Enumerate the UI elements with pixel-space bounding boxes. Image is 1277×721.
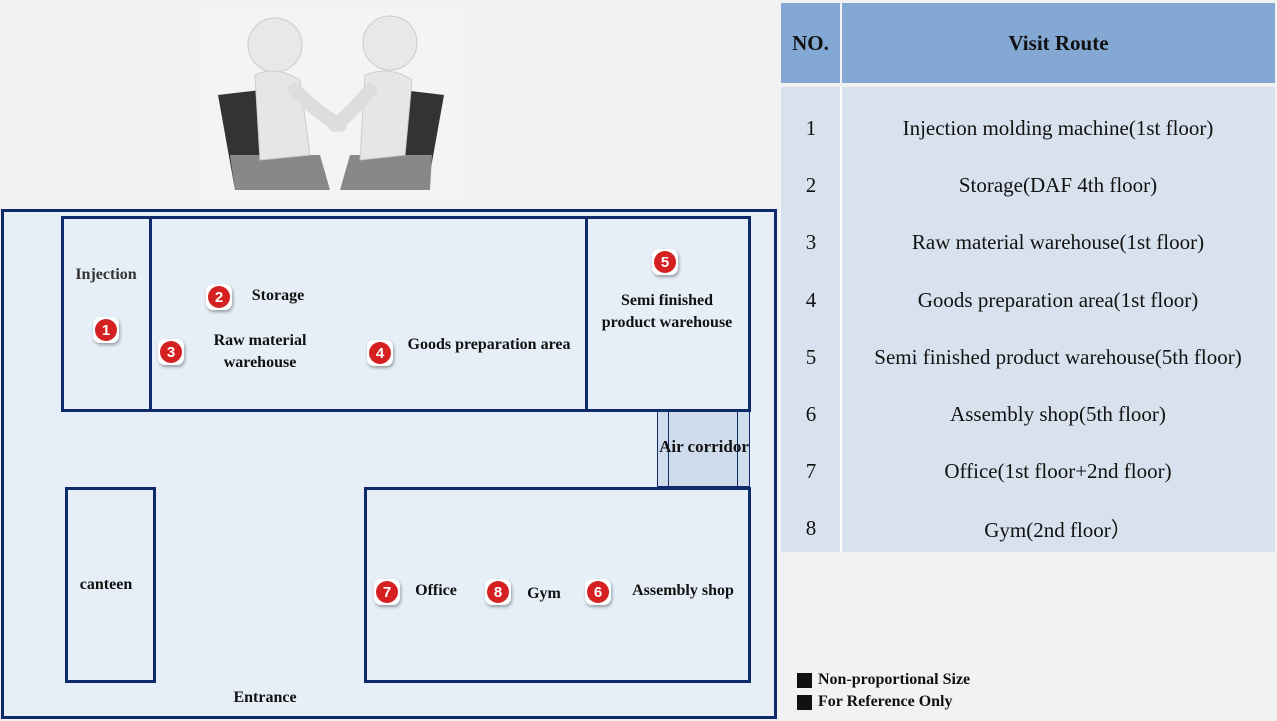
row-number: 3: [805, 230, 817, 255]
badge-2: 2: [206, 284, 232, 310]
table-row: 8 Gym(2nd floor）: [781, 500, 1275, 557]
row-route: Office(1st floor+2nd floor): [944, 459, 1172, 484]
column-divider: [840, 87, 842, 552]
note-reference-only: For Reference Only: [797, 693, 952, 711]
row-route: Goods preparation area(1st floor): [917, 287, 1199, 312]
label-air-corridor: Air corridor: [659, 437, 749, 456]
route-table-body: [781, 87, 1275, 552]
canteen-area: [65, 487, 156, 683]
badge-6: 6: [585, 579, 611, 605]
injection-area: [61, 216, 152, 412]
table-row: 2 Storage(DAF 4th floor): [781, 157, 1275, 214]
table-row: 7 Office(1st floor+2nd floor): [781, 443, 1275, 500]
table-row: 4 Goods preparation area(1st floor): [781, 272, 1275, 329]
square-bullet-icon: [797, 672, 812, 688]
label-semi-finished: Semi finished product warehouse: [601, 292, 733, 331]
badge-5: 5: [652, 249, 678, 275]
row-route: Storage(DAF 4th floor): [958, 173, 1158, 198]
row-number: 8: [805, 516, 817, 541]
row-number: 7: [805, 459, 817, 484]
label-gym: Gym: [527, 585, 561, 602]
row-number: 1: [805, 116, 817, 140]
badge-3: 3: [158, 339, 184, 365]
label-canteen: canteen: [79, 576, 133, 593]
badge-8: 8: [485, 579, 511, 605]
row-number: 6: [805, 402, 817, 426]
semi-finished-area: [585, 216, 751, 412]
table-row: 5 Semi finished product warehouse(5th flo…: [781, 329, 1275, 386]
label-assembly-shop: Assembly shop: [632, 582, 734, 599]
row-route: Gym(2nd floor）: [984, 517, 1132, 542]
square-bullet-icon: [797, 694, 812, 710]
office-assembly-area: [364, 487, 751, 683]
label-storage: Storage: [251, 287, 305, 304]
badge-7: 7: [374, 579, 400, 605]
note-non-proportional: Non-proportional Size: [797, 671, 970, 689]
table-row: 6 Assembly shop(5th floor): [781, 386, 1275, 443]
handshake-illustration: [200, 5, 462, 200]
table-row: 3 Raw material warehouse(1st floor): [781, 214, 1275, 271]
row-number: 5: [805, 344, 817, 369]
air-corridor-line: [668, 411, 738, 488]
row-route: Injection molding machine(1st floor): [902, 116, 1214, 140]
label-injection: Injection: [75, 266, 137, 283]
header-visit-route: Visit Route: [842, 3, 1275, 83]
badge-1: 1: [93, 317, 119, 343]
row-number: 4: [805, 287, 817, 312]
storage-raw-goods-area: [149, 216, 588, 412]
row-number: 2: [805, 173, 817, 198]
badge-4: 4: [367, 340, 393, 366]
row-route: Semi finished product warehouse(5th floo…: [874, 344, 1242, 369]
label-office: Office: [415, 582, 457, 599]
label-goods-preparation: Goods preparation area: [407, 336, 571, 353]
row-route: Raw material warehouse(1st floor): [911, 230, 1205, 255]
row-route: Assembly shop(5th floor): [950, 402, 1166, 426]
header-no: NO.: [781, 3, 840, 83]
table-row: 1 Injection molding machine(1st floor): [781, 100, 1275, 157]
label-entrance: Entrance: [233, 689, 297, 706]
label-raw-material: Raw material warehouse: [213, 332, 307, 371]
site-map: [1, 209, 777, 719]
